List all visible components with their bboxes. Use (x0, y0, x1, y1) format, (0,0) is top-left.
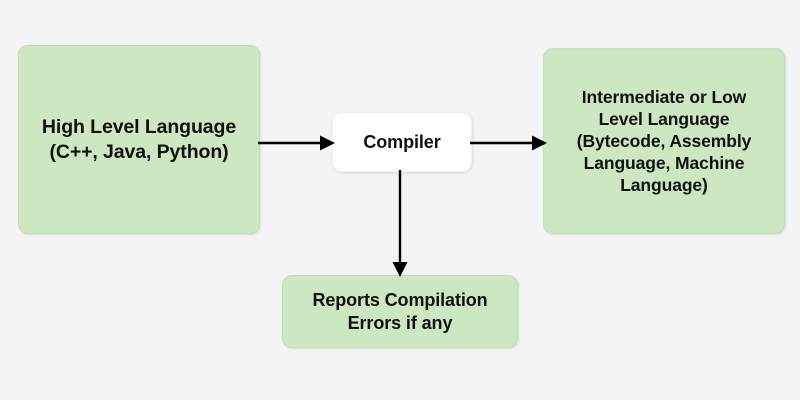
node-high-level-language[interactable]: High Level Language (C++, Java, Python) (18, 45, 260, 234)
arrow-compiler-to-output (470, 135, 547, 151)
arrow-source-to-compiler (258, 135, 335, 151)
arrow-compiler-to-errors (392, 170, 408, 277)
node-compiler[interactable]: Compiler (332, 112, 472, 172)
node-intermediate-language[interactable]: Intermediate or Low Level Language (Byte… (543, 48, 785, 234)
node-reports-errors[interactable]: Reports Compilation Errors if any (282, 275, 518, 348)
